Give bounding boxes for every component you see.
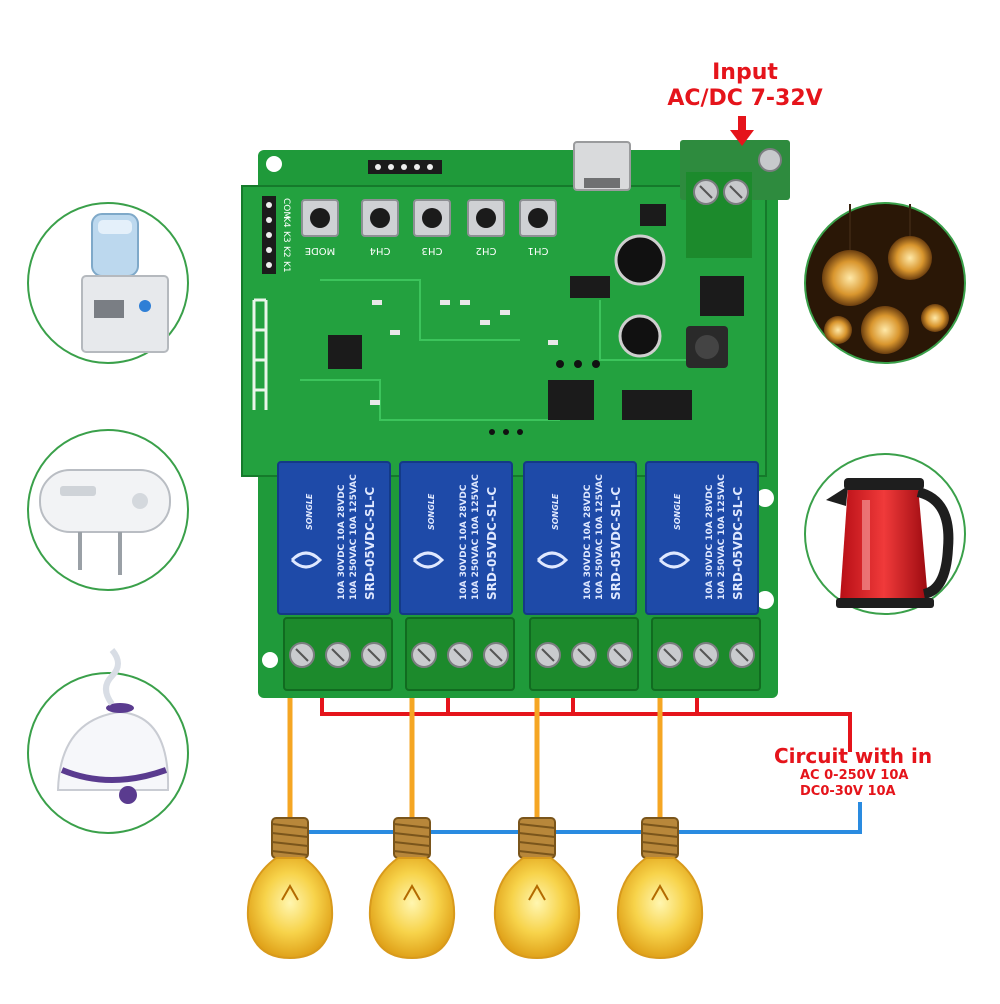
relay-rating-ac: 10A 250VAC 10A 125VAC <box>471 474 481 600</box>
relay-body <box>277 461 391 615</box>
button-ch2[interactable] <box>467 199 505 237</box>
button-label-ch1: CH1 <box>528 245 549 256</box>
button-label-ch2: CH2 <box>476 245 497 256</box>
relay-brand: SONGLE <box>427 493 436 530</box>
header-pin-labels: COM K4 K3 K2 K1 <box>281 198 291 273</box>
relay-model: SRD-05VDC-SL-C <box>731 487 745 600</box>
relay-rating-dc: 10A 30VDC 10A 28VDC <box>337 484 347 600</box>
appliance-humidifier <box>27 648 189 834</box>
bulb-row <box>246 817 704 960</box>
water-dispenser-icon <box>81 213 169 353</box>
relay-body <box>399 461 513 615</box>
relay-rating-ac: 10A 250VAC 10A 125VAC <box>349 474 359 600</box>
button-ch1[interactable] <box>519 199 557 237</box>
appliance-pendant-lamps <box>804 202 966 364</box>
neutral-wire <box>292 802 862 834</box>
relay-rating-dc: 10A 30VDC 10A 28VDC <box>583 484 593 600</box>
light-bulb-icon <box>616 817 704 960</box>
load-spec-title: Circuit with in <box>774 744 933 768</box>
header-pin-label: K1 <box>281 261 291 273</box>
humidifier-icon <box>56 648 170 804</box>
relay-logo-icon <box>290 551 323 569</box>
side-header <box>262 196 276 274</box>
button-ch3[interactable] <box>413 199 451 237</box>
light-bulb-icon <box>246 817 334 960</box>
capacitor-small <box>618 314 662 358</box>
relay-brand: SONGLE <box>305 493 314 530</box>
light-bulb-icon <box>368 817 456 960</box>
header-pin-label: K2 <box>281 246 291 258</box>
relay-rating-dc: 10A 30VDC 10A 28VDC <box>705 484 715 600</box>
input-voltage: AC/DC 7-32V <box>667 86 823 111</box>
output-terminal-1[interactable] <box>283 617 393 691</box>
header-pin-label: K4 <box>281 216 291 228</box>
relay-logo-icon <box>412 551 445 569</box>
pin-strip-top <box>368 160 442 174</box>
water-heater-icon <box>39 469 171 575</box>
relay-board: COM K4 K3 K2 K1 MODE CH4 <box>241 140 790 698</box>
output-terminal-2[interactable] <box>405 617 515 691</box>
driver-chip <box>548 380 594 420</box>
relay-rating-ac: 10A 250VAC 10A 125VAC <box>595 474 605 600</box>
input-callout: Input AC/DC 7-32V <box>640 60 850 112</box>
button-label-mode: MODE <box>305 245 336 256</box>
load-spec-ac: AC 0-250V 10A <box>800 768 909 783</box>
relay-rating-dc: 10A 30VDC 10A 28VDC <box>459 484 469 600</box>
relay-logo-icon <box>658 551 691 569</box>
pendant-lamps-icon <box>822 204 949 354</box>
output-terminal-3[interactable] <box>529 617 639 691</box>
header-pin-label: K3 <box>281 231 291 243</box>
relay-brand: SONGLE <box>673 493 682 530</box>
input-label: Input <box>712 60 778 85</box>
wiring <box>287 690 862 834</box>
power-input-terminal[interactable] <box>680 140 790 258</box>
header-pin-label: COM <box>281 198 291 219</box>
shift-chip <box>622 390 692 420</box>
mcu-chip <box>328 335 362 369</box>
appliance-electric-kettle <box>804 453 966 615</box>
relay-body <box>523 461 637 615</box>
electric-kettle-icon <box>826 478 954 608</box>
load-spec-dc: DC0-30V 10A <box>800 784 896 799</box>
live-wire <box>320 690 852 752</box>
input-arrow <box>730 116 754 146</box>
button-mode[interactable] <box>301 199 339 237</box>
relay-logo-icon <box>536 551 569 569</box>
button-label-ch4: CH4 <box>370 245 391 256</box>
capacitor-large <box>614 234 666 286</box>
load-spec-callout: Circuit with in AC 0-250V 10A DC0-30V 10… <box>774 744 994 800</box>
relay-rating-ac: 10A 250VAC 10A 125VAC <box>717 474 727 600</box>
output-terminal-4[interactable] <box>651 617 761 691</box>
relay-model: SRD-05VDC-SL-C <box>363 487 377 600</box>
button-ch4[interactable] <box>361 199 399 237</box>
light-bulb-icon <box>493 817 581 960</box>
relay-body <box>645 461 759 615</box>
appliance-water-dispenser <box>27 202 189 364</box>
button-label-ch3: CH3 <box>422 245 443 256</box>
relay-brand: SONGLE <box>551 493 560 530</box>
relay-model: SRD-05VDC-SL-C <box>609 487 623 600</box>
regulator-chip <box>570 276 610 298</box>
relay-model: SRD-05VDC-SL-C <box>485 487 499 600</box>
appliance-water-heater <box>27 429 189 591</box>
